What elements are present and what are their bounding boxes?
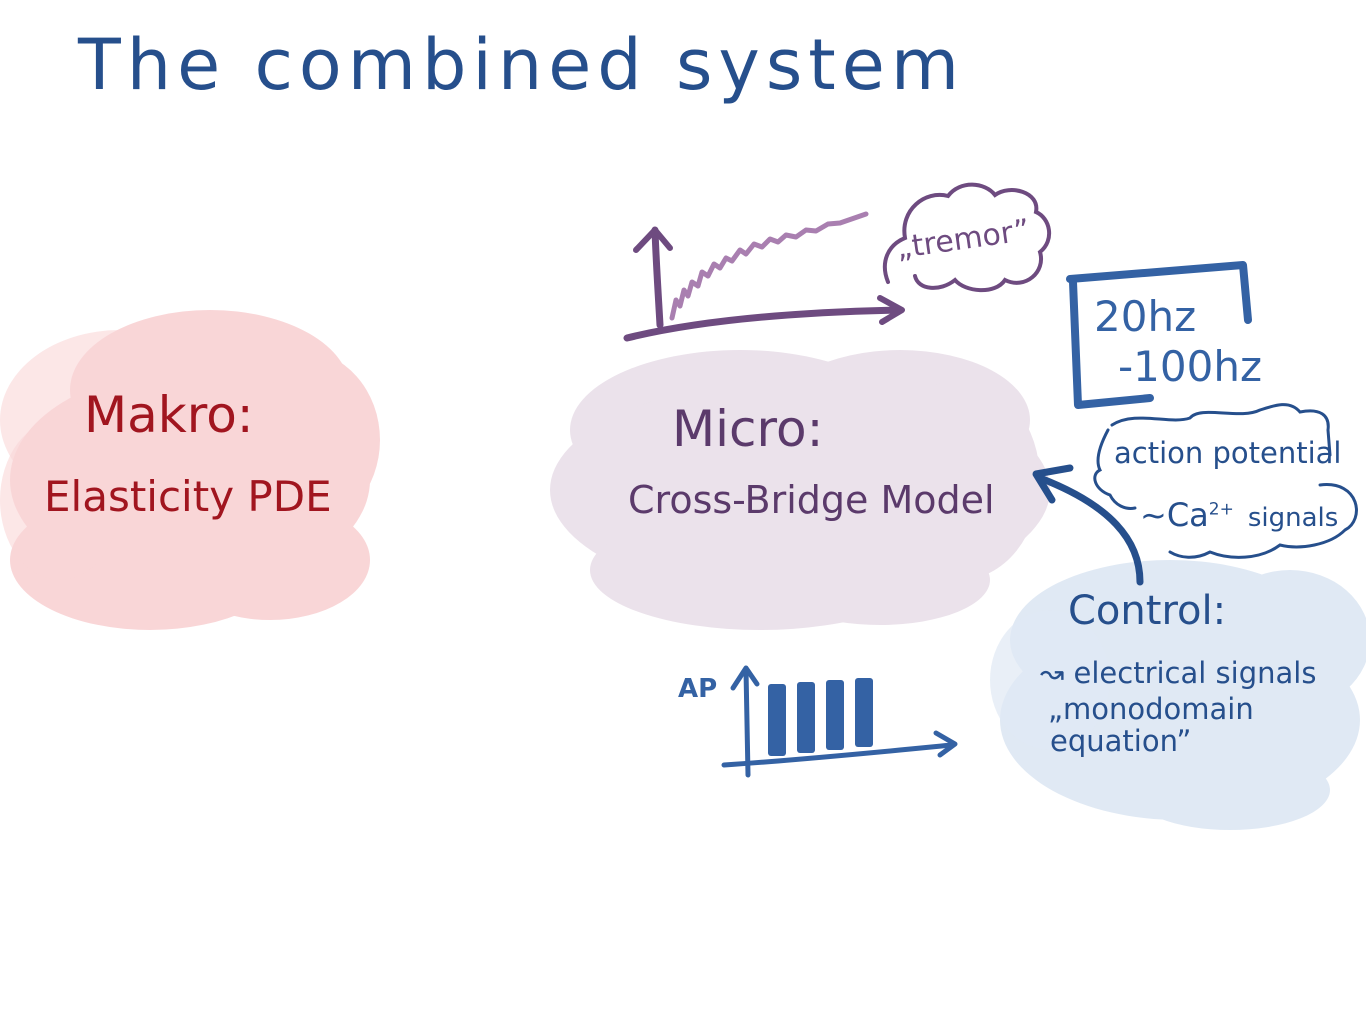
ap-pulse [826,680,844,750]
tremor-plot [623,211,905,342]
page-title: The combined system [78,24,966,106]
ap-pulse [768,684,786,756]
ap-pulse [797,682,815,753]
frequency-low: 20hz [1094,292,1197,341]
frequency-high: -100hz [1118,342,1262,391]
ap-pulses [768,678,873,756]
control-to-micro-arrowhead [1032,464,1074,504]
control-to-micro-arrow [1036,474,1144,586]
ap-axis-label: AP [678,674,718,704]
action-potential-label: action potential [1114,436,1342,470]
frequency-box [1066,261,1252,409]
calcium-charge: 2+ [1208,499,1234,520]
tremor-plot-y-axis [651,226,664,329]
makro-heading: Makro: [84,386,254,444]
micro-heading: Micro: [672,400,824,458]
tremor-plot-y-arrowhead [633,227,673,253]
tremor-cloud-outline [882,182,1052,293]
ap-plot-x-arrowhead [933,730,958,758]
control-cloud [990,560,1366,830]
tremor-curve [669,211,869,321]
makro-body: Elasticity PDE [44,472,332,521]
calcium-signals-label: ~Ca2+ signals [1140,496,1338,534]
control-line-equation: equation” [1050,724,1192,758]
control-line-electrical: ↝ electrical signals [1040,656,1317,690]
tremor-plot-x-arrowhead [877,295,905,325]
tremor-plot-x-axis [623,306,904,342]
calcium-prefix: ~Ca [1140,496,1209,534]
control-heading: Control: [1068,588,1227,634]
ap-plot [721,665,958,778]
ap-pulse [855,678,873,747]
ap-plot-y-axis [743,667,751,778]
makro-cloud [0,310,380,630]
ap-plot-x-axis [721,742,955,768]
micro-body: Cross-Bridge Model [628,478,995,522]
action-potential-cloud-outline [1093,403,1358,559]
ap-plot-y-arrowhead [730,665,760,691]
control-line-monodomain: „monodomain [1048,692,1254,726]
micro-cloud [550,350,1050,630]
signals-word: signals [1247,503,1339,533]
